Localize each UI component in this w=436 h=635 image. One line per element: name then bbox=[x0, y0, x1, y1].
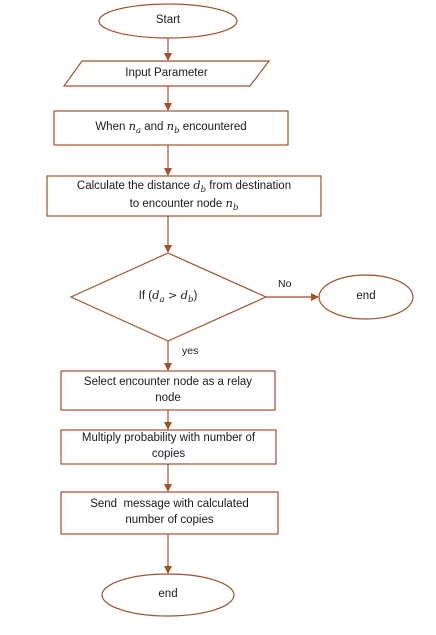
end-bottom-label: end bbox=[158, 588, 178, 601]
end-right-label: end bbox=[356, 290, 376, 303]
multiply-label: Multiply probability with number of copi… bbox=[81, 432, 256, 460]
edge-label-no: No bbox=[278, 278, 292, 290]
end-bottom-terminal bbox=[101, 573, 235, 617]
calculate-label: Calculate the distance db from destinati… bbox=[76, 177, 292, 213]
when-process-box bbox=[53, 110, 289, 146]
calculate-process-box bbox=[46, 175, 322, 217]
edge-label-yes: yes bbox=[182, 345, 199, 357]
decision-label: If (da > db) bbox=[138, 287, 198, 305]
select-label: Select encounter node as a relay node bbox=[83, 375, 253, 404]
end-right-terminal bbox=[318, 274, 414, 320]
send-process-box bbox=[60, 491, 279, 535]
input-label: Input Parameter bbox=[125, 66, 208, 79]
when-label: When na and nb encountered bbox=[95, 118, 247, 136]
send-label: Send message with calculated number of c… bbox=[90, 498, 249, 526]
start-label: Start bbox=[155, 14, 181, 27]
input-parallelogram bbox=[62, 60, 271, 87]
